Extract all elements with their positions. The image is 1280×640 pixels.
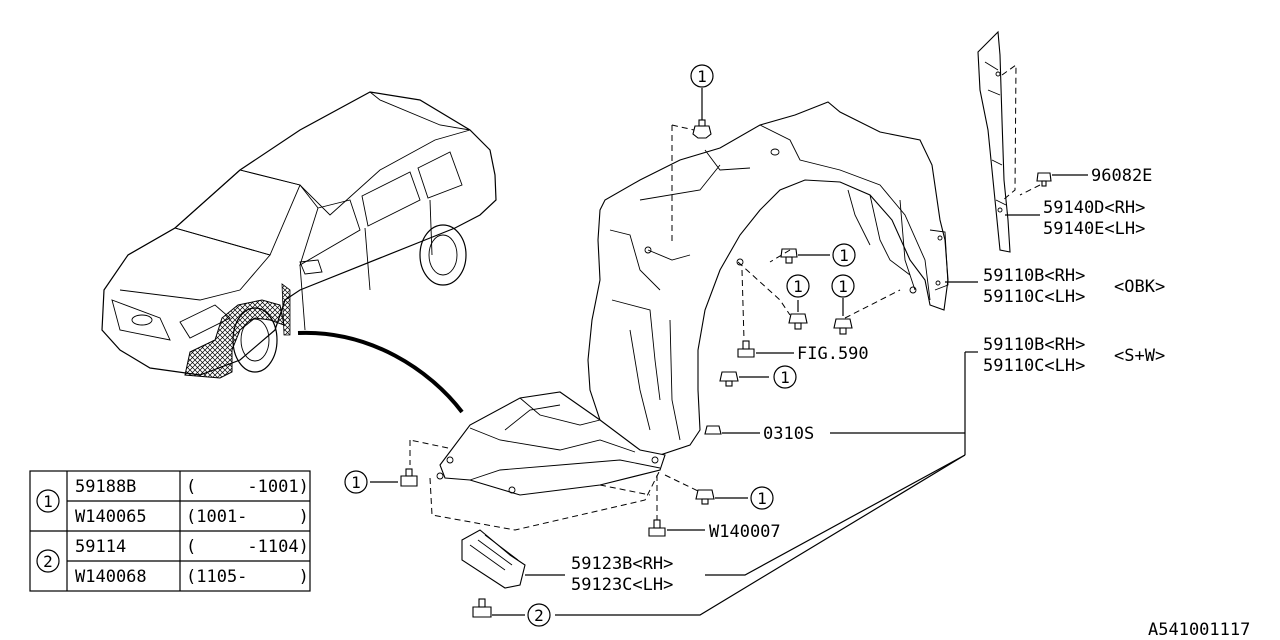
callout-1-c: 1	[831, 274, 855, 298]
clip-lower-right-1	[695, 489, 715, 505]
clip-mid-1	[719, 371, 739, 387]
legend-range-1b: (1001- )	[186, 507, 309, 527]
label-59110b-obk: 59110B<RH>	[983, 266, 1085, 286]
legend-num-2: 2	[36, 549, 60, 573]
clip-left-1	[400, 468, 418, 487]
lower-liner-section	[436, 391, 666, 496]
clip-fig590	[737, 340, 755, 358]
callout-1-d: 1	[773, 365, 797, 389]
clip-top	[692, 119, 712, 139]
label-obk: <OBK>	[1114, 277, 1165, 297]
label-59110c-sw: 59110C<LH>	[983, 356, 1085, 376]
svg-text:1: 1	[697, 67, 707, 86]
clip-center-2	[788, 313, 808, 330]
callout-1-b: 1	[786, 274, 810, 298]
label-sw: <S+W>	[1114, 346, 1165, 366]
callout-1-top: 1	[690, 64, 714, 88]
leader-lines	[370, 88, 1088, 616]
clip-2	[472, 598, 492, 618]
vehicle-illustration	[101, 91, 497, 379]
splash-shield-59140	[977, 30, 1011, 253]
legend-part-1b: W140065	[75, 507, 147, 527]
svg-text:1: 1	[43, 492, 53, 511]
wheel-house-liner	[587, 101, 949, 456]
diagram-id: A541001117	[1148, 620, 1250, 640]
callout-arrow	[297, 330, 464, 414]
callout-circles: 1 1 1 1 1 1 1 2	[344, 64, 856, 627]
clip-96082e	[1036, 172, 1052, 187]
svg-text:1: 1	[838, 277, 848, 296]
clip-center-3	[833, 318, 853, 335]
label-w140007: W140007	[709, 522, 781, 542]
legend-range-2a: ( -1104)	[186, 537, 309, 557]
clip-center-1	[780, 248, 798, 264]
legend-part-2a: 59114	[75, 537, 126, 557]
svg-text:1: 1	[839, 246, 849, 265]
legend-range-1a: ( -1001)	[186, 477, 309, 497]
callout-1-e: 1	[344, 470, 368, 494]
legend-num-1: 1	[36, 489, 60, 513]
label-59123c: 59123C<LH>	[571, 575, 673, 595]
svg-text:1: 1	[780, 368, 790, 387]
label-59110c-obk: 59110C<LH>	[983, 287, 1085, 307]
legend-range-2b: (1105- )	[186, 567, 309, 587]
label-59140d: 59140D<RH>	[1043, 198, 1145, 218]
plate-59123	[461, 529, 526, 589]
svg-text:2: 2	[43, 552, 53, 571]
clip-0310s	[704, 425, 722, 435]
callout-2: 2	[527, 603, 551, 627]
label-59123b: 59123B<RH>	[571, 554, 673, 574]
legend-part-2b: W140068	[75, 567, 147, 587]
clips	[400, 119, 1052, 618]
part-labels: 96082E 59140D<RH> 59140E<LH> 59110B<RH> …	[571, 166, 1250, 640]
label-59110b-sw: 59110B<RH>	[983, 335, 1085, 355]
label-96082e: 96082E	[1091, 166, 1152, 186]
svg-text:2: 2	[534, 606, 544, 625]
label-fig590: FIG.590	[797, 344, 869, 364]
legend-table: 1 2 59188B ( -1001) W140065 (1001- ) 591…	[29, 470, 311, 592]
svg-text:1: 1	[757, 489, 767, 508]
callout-1-f: 1	[750, 486, 774, 510]
svg-text:1: 1	[351, 473, 361, 492]
label-0310s: 0310S	[763, 424, 814, 444]
svg-text:1: 1	[793, 277, 803, 296]
callout-1-a: 1	[832, 243, 856, 267]
clip-w140007	[648, 519, 666, 537]
label-59140e: 59140E<LH>	[1043, 219, 1145, 239]
legend-part-1a: 59188B	[75, 477, 136, 497]
